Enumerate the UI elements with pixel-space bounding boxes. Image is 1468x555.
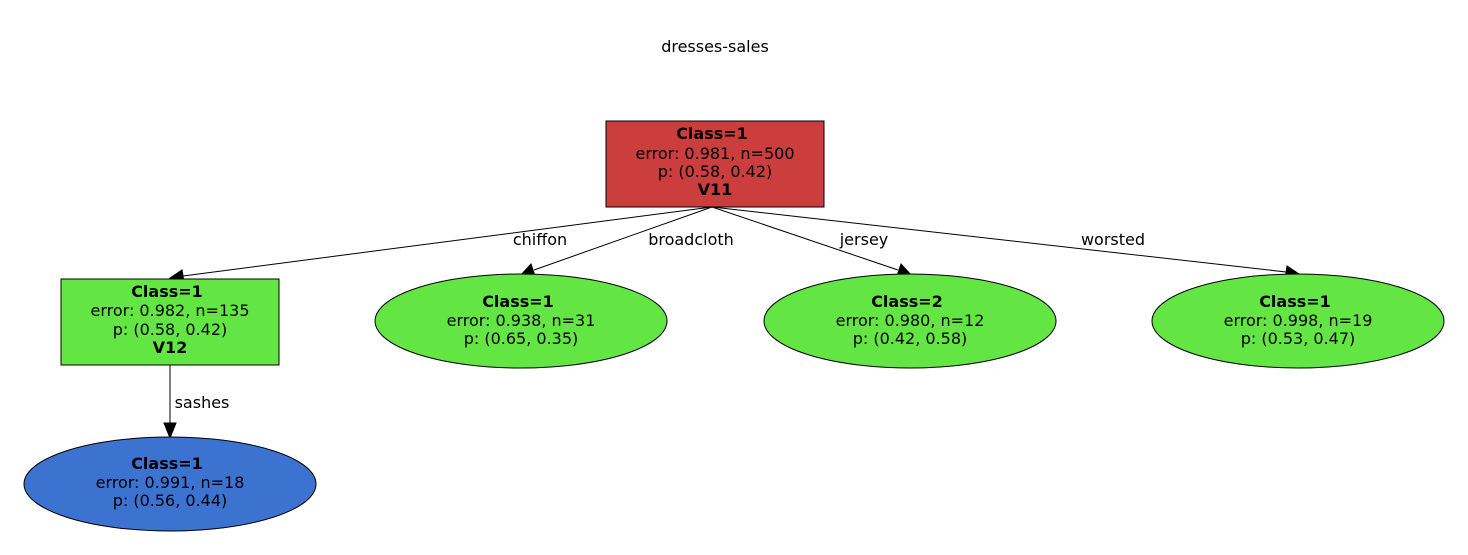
node-error: error: 0.938, n=31 (447, 311, 596, 330)
node-class: Class=1 (131, 282, 203, 301)
node-n4: Class=1 error: 0.998, n=19 p: (0.53, 0.4… (1151, 273, 1445, 369)
node-n2: Class=1 error: 0.938, n=31 p: (0.65, 0.3… (374, 273, 668, 369)
node-class: Class=1 (676, 124, 748, 143)
node-error: error: 0.980, n=12 (836, 311, 985, 330)
node-probabilities: p: (0.53, 0.47) (1241, 329, 1356, 348)
edge-label-jersey: jersey (839, 230, 889, 249)
edges (163, 206, 1301, 440)
node-n3-ellipse (763, 273, 1057, 369)
edge-root-n4 (711, 206, 1287, 273)
node-n1: Class=1 error: 0.982, n=135 p: (0.58, 0.… (60, 278, 280, 366)
node-class: Class=1 (482, 292, 554, 311)
node-class: Class=1 (1259, 292, 1331, 311)
node-n5: Class=1 error: 0.991, n=18 p: (0.56, 0.4… (23, 436, 317, 532)
edge-root-n1 (182, 206, 713, 277)
edge-label-chiffon: chiffon (513, 230, 567, 249)
edge-label-sashes: sashes (175, 393, 230, 412)
node-error: error: 0.981, n=500 (636, 144, 795, 163)
node-root: Class=1 error: 0.981, n=500 p: (0.58, 0.… (605, 120, 825, 208)
node-probabilities: p: (0.42, 0.58) (853, 329, 968, 348)
node-n1-box (60, 278, 280, 366)
node-class: Class=2 (871, 292, 943, 311)
node-n2-ellipse (374, 273, 668, 369)
node-n4-ellipse (1151, 273, 1445, 369)
node-error: error: 0.982, n=135 (91, 301, 250, 320)
arrowhead-n5 (163, 422, 177, 440)
edge-root-n2 (533, 206, 713, 271)
node-class: Class=1 (131, 454, 203, 473)
node-root-box (605, 120, 825, 208)
node-split-variable: V12 (153, 338, 188, 357)
node-error: error: 0.998, n=19 (1224, 311, 1373, 330)
edge-root-n3 (711, 206, 899, 271)
diagram-title: dresses-sales (661, 37, 769, 56)
node-error: error: 0.991, n=18 (96, 473, 245, 492)
node-n5-ellipse (23, 436, 317, 532)
node-probabilities: p: (0.65, 0.35) (464, 329, 579, 348)
node-split-variable: V11 (698, 180, 733, 199)
edge-label-worsted: worsted (1081, 230, 1145, 249)
node-probabilities: p: (0.58, 0.42) (658, 162, 773, 181)
node-n3: Class=2 error: 0.980, n=12 p: (0.42, 0.5… (763, 273, 1057, 369)
node-probabilities: p: (0.56, 0.44) (113, 491, 228, 510)
node-probabilities: p: (0.58, 0.42) (113, 320, 228, 339)
edge-label-broadcloth: broadcloth (648, 230, 734, 249)
edge-labels: chiffon broadcloth jersey worsted sashes (175, 230, 1145, 412)
